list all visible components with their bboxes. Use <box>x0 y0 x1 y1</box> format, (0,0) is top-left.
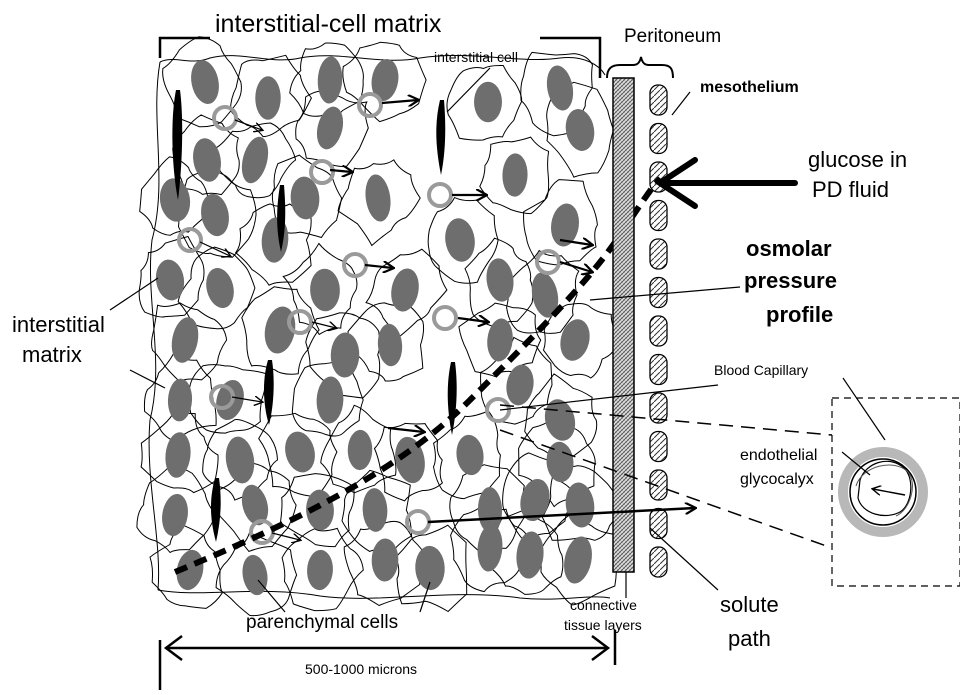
connective-label-line1: connective <box>570 597 637 613</box>
mesothelial-cell <box>650 124 667 154</box>
flow-arrow <box>365 265 393 268</box>
nucleus <box>198 192 233 239</box>
connective-label-line2: tissue layers <box>564 617 642 633</box>
solute-label-line1: solute <box>720 592 779 617</box>
interstitial-matrix-label-line1: interstitial <box>12 312 105 337</box>
mesothelial-cell <box>650 509 667 539</box>
mesothelial-cell <box>650 355 667 385</box>
mesothelium-leader <box>672 92 690 115</box>
nucleus <box>240 553 271 597</box>
nucleus <box>454 433 485 476</box>
nucleus <box>484 257 516 303</box>
ring <box>487 399 509 421</box>
mesothelial-cell <box>650 393 667 423</box>
nucleus <box>202 265 238 311</box>
nucleus <box>260 216 290 263</box>
mesothelium-cells <box>650 85 667 577</box>
nucleus <box>153 258 187 303</box>
nucleus <box>474 82 502 123</box>
nucleus <box>502 153 528 197</box>
nucleus <box>362 488 389 533</box>
nucleus <box>163 431 192 479</box>
nucleus <box>168 315 202 365</box>
nucleus <box>563 107 598 153</box>
ring <box>311 161 333 183</box>
mesothelial-cell <box>650 278 667 308</box>
flow-arrow <box>382 100 418 103</box>
interstitial-matrix-label-line2: matrix <box>22 342 82 367</box>
osmolar-label-line2: pressure <box>744 268 837 293</box>
nucleus <box>556 316 594 364</box>
nucleus <box>347 430 372 471</box>
mesothelial-cell <box>650 316 667 346</box>
nucleus <box>255 76 281 120</box>
glucose-label-line1: glucose in <box>808 147 907 172</box>
nucleus <box>237 134 272 186</box>
flow-arrow <box>200 242 230 256</box>
interstitial-matrix-leader-2 <box>130 370 165 388</box>
nucleus <box>330 332 360 378</box>
scale-bar <box>160 630 615 690</box>
solute-label-line2: path <box>728 626 771 651</box>
scale-label: 500-1000 microns <box>305 661 417 677</box>
interstitial-matrix-leader-1 <box>110 278 158 310</box>
blood-capillary-label: Blood Capillary <box>714 362 808 378</box>
mesothelial-cell <box>650 547 667 577</box>
endothelial-label-line1: endothelial <box>740 447 817 464</box>
parenchymal-leader-1 <box>258 580 285 612</box>
mesothelial-cell <box>650 201 667 231</box>
nucleus <box>309 268 340 312</box>
glucose-arrow <box>660 160 795 206</box>
flow-arrow <box>560 262 592 272</box>
nucleus <box>159 492 190 538</box>
ring <box>344 254 366 276</box>
nucleus <box>223 435 257 485</box>
blood-capillary-cross-section <box>843 452 923 532</box>
nucleus <box>504 363 537 408</box>
peritoneum-brace <box>607 57 673 78</box>
interstitial-cell-label: interstitial cell <box>434 49 518 65</box>
connective-tissue-layer <box>613 78 634 572</box>
nucleus <box>388 266 422 314</box>
osmolar-label-line3: profile <box>766 302 833 327</box>
parenchymal-label: parenchymal cells <box>246 612 398 633</box>
mesothelial-cell <box>650 85 667 115</box>
nucleus <box>187 58 222 107</box>
flow-arrow <box>388 428 424 432</box>
osmolar-label-line1: osmolar <box>746 236 832 261</box>
flow-arrow <box>312 322 336 328</box>
nucleus <box>157 176 193 223</box>
peritoneum-label: Peritoneum <box>624 26 721 47</box>
nucleus <box>316 376 345 424</box>
nucleus <box>476 523 505 572</box>
matrix-title: interstitial-cell matrix <box>215 10 442 38</box>
flow-arrow <box>272 533 300 540</box>
ring <box>429 184 451 206</box>
nucleus <box>371 538 399 582</box>
nucleus <box>560 534 596 586</box>
flow-arrow <box>458 318 488 322</box>
nucleus <box>376 323 403 367</box>
nucleus <box>563 481 597 529</box>
mesothelial-cell <box>650 239 667 269</box>
ring <box>434 307 456 329</box>
mesothelium-label: mesothelium <box>700 79 799 96</box>
nucleus <box>212 377 248 423</box>
nucleus <box>281 428 319 475</box>
mesothelial-cell <box>650 432 667 462</box>
nucleus <box>167 378 193 422</box>
endothelial-label-line2: glycocalyx <box>740 471 814 488</box>
nucleus <box>363 173 394 223</box>
nucleus <box>306 549 334 591</box>
nucleus <box>442 216 477 263</box>
glucose-label-line2: PD fluid <box>812 177 889 202</box>
